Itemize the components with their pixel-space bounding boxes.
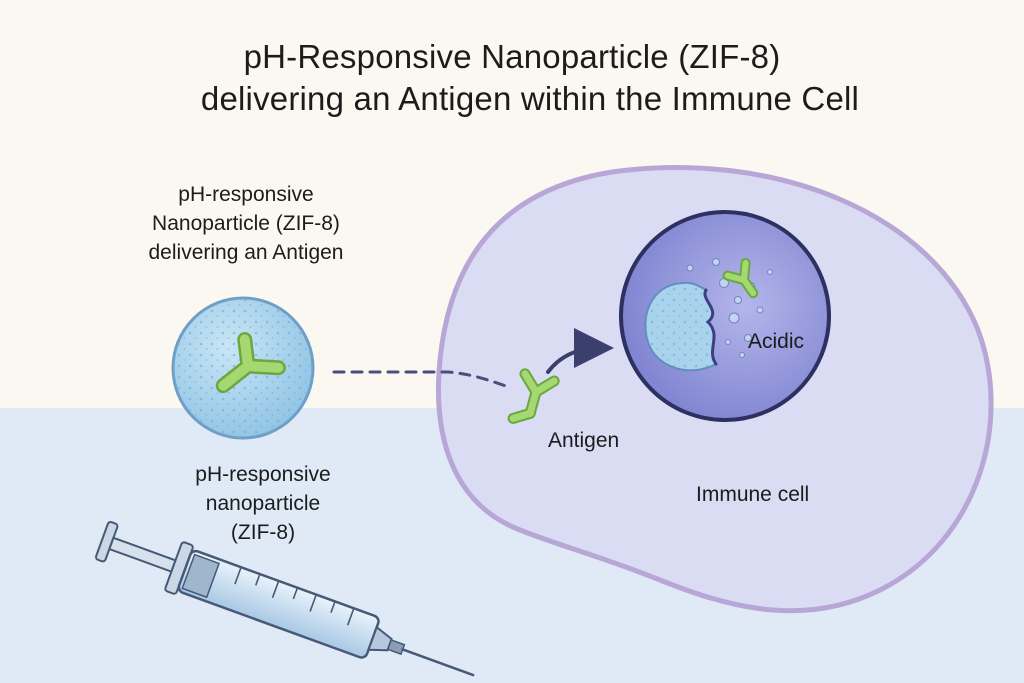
syringe-icon bbox=[95, 521, 475, 677]
nanoparticle-caption: pH-responsive nanoparticle (ZIF-8) bbox=[158, 460, 368, 547]
nanoparticle-caption-line-3: (ZIF-8) bbox=[230, 521, 296, 544]
antigen-label: Antigen bbox=[548, 429, 620, 452]
degrading-nanoparticle bbox=[644, 281, 718, 372]
delivery-caption-line-3: delivering an Antigen bbox=[148, 241, 344, 264]
acidic-label: Acidic bbox=[748, 330, 805, 353]
nanoparticle-caption-line-1: pH-responsive bbox=[195, 463, 331, 486]
delivery-caption: pH-responsive Nanoparticle (ZIF-8) deliv… bbox=[110, 180, 382, 267]
released-antigen-icon bbox=[722, 258, 759, 299]
released-fragments bbox=[686, 258, 773, 358]
nanoparticle-antigen-icon bbox=[215, 332, 286, 394]
title-line-1: pH-Responsive Nanoparticle (ZIF-8) bbox=[243, 38, 781, 75]
title-line-2: delivering an Antigen within the Immune … bbox=[200, 80, 860, 117]
delivery-dashed-path bbox=[332, 370, 508, 388]
delivery-caption-line-1: pH-responsive bbox=[178, 183, 314, 206]
uptake-arrow-icon bbox=[546, 328, 614, 374]
page-title: pH-Responsive Nanoparticle (ZIF-8) deliv… bbox=[0, 36, 1024, 120]
nanoparticle-caption-line-2: nanoparticle bbox=[205, 492, 321, 515]
delivery-caption-line-2: Nanoparticle (ZIF-8) bbox=[152, 212, 340, 235]
immune-cell-label: Immune cell bbox=[696, 483, 810, 506]
cell-antigen-icon bbox=[507, 368, 560, 424]
